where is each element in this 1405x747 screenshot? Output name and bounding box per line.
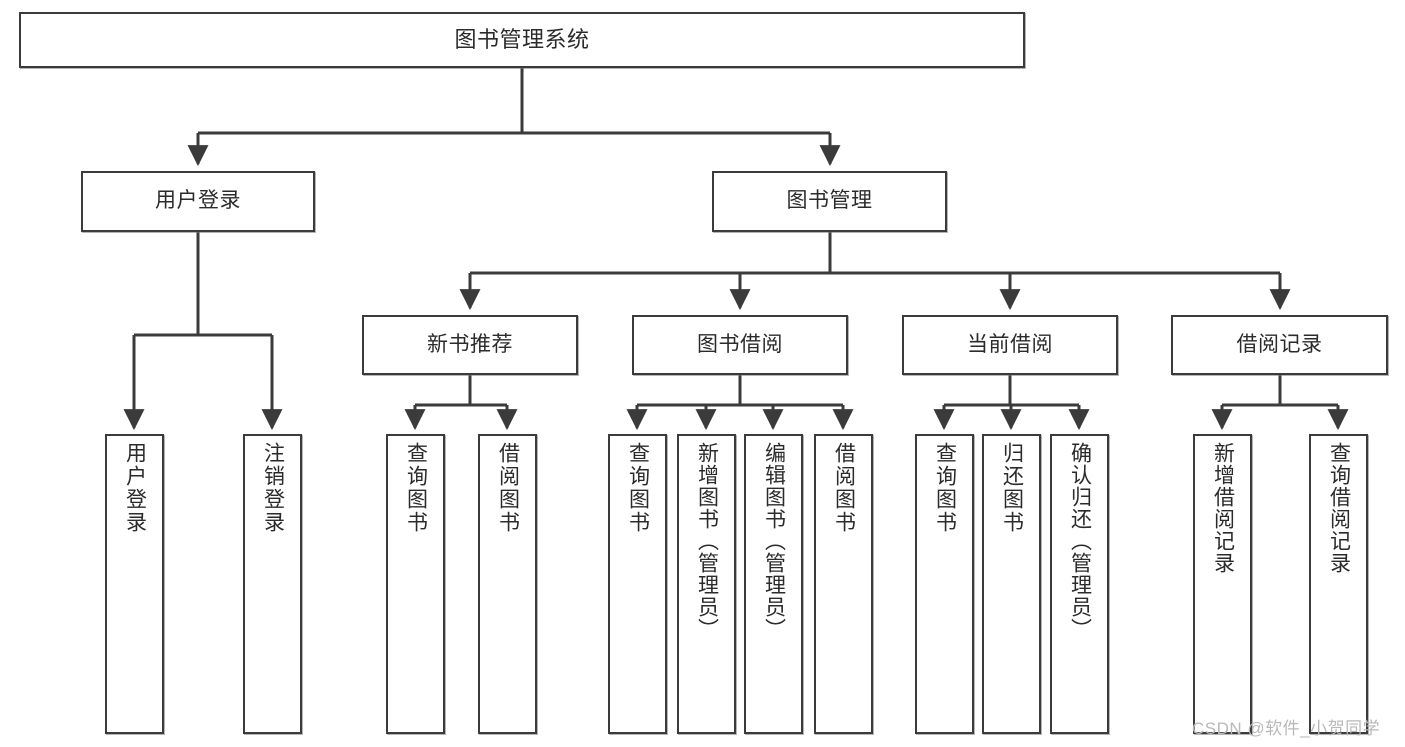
- node-label: 查询图书: [404, 442, 428, 534]
- node-leaf-user-login[interactable]: 用户登录: [105, 434, 164, 734]
- node-label: 用户登录: [123, 442, 147, 534]
- node-label: 新增借阅记录: [1211, 442, 1235, 574]
- node-book-borrow[interactable]: 图书借阅: [632, 315, 848, 375]
- node-label: 图书管理系统: [454, 27, 590, 53]
- node-book-management[interactable]: 图书管理: [712, 171, 947, 232]
- node-leaf-query-borrow-record[interactable]: 查询借阅记录: [1309, 434, 1368, 734]
- node-user-login[interactable]: 用户登录: [81, 171, 315, 232]
- node-leaf-return-book[interactable]: 归还图书: [982, 434, 1041, 734]
- node-current-borrow[interactable]: 当前借阅: [902, 315, 1118, 375]
- node-label: 借阅记录: [1236, 332, 1323, 356]
- node-leaf-query-book-current[interactable]: 查询图书: [915, 434, 974, 734]
- node-leaf-add-borrow-record[interactable]: 新增借阅记录: [1193, 434, 1252, 734]
- node-label: 确认归还（管理员）: [1068, 442, 1092, 640]
- node-borrow-record[interactable]: 借阅记录: [1171, 315, 1388, 375]
- node-label: 查询借阅记录: [1327, 442, 1351, 574]
- node-leaf-borrow-book-recommend[interactable]: 借阅图书: [478, 434, 537, 734]
- node-label: 新书推荐: [427, 332, 513, 356]
- node-leaf-borrow-book[interactable]: 借阅图书: [814, 434, 873, 734]
- node-label: 借阅图书: [496, 442, 520, 534]
- node-label: 图书管理: [786, 189, 873, 213]
- node-leaf-edit-book[interactable]: 编辑图书（管理员）: [744, 434, 803, 734]
- node-new-book-recommend[interactable]: 新书推荐: [362, 315, 578, 375]
- node-label: 注销登录: [261, 442, 285, 534]
- node-leaf-query-book-recommend[interactable]: 查询图书: [386, 434, 445, 734]
- node-label: 借阅图书: [832, 442, 856, 534]
- node-leaf-add-book[interactable]: 新增图书（管理员）: [677, 434, 736, 734]
- node-label: 编辑图书（管理员）: [762, 442, 786, 640]
- node-label: 归还图书: [1000, 442, 1024, 534]
- node-label: 新增图书（管理员）: [695, 442, 719, 640]
- node-leaf-query-book-borrow[interactable]: 查询图书: [608, 434, 667, 734]
- node-leaf-user-logout[interactable]: 注销登录: [243, 434, 302, 734]
- node-label: 当前借阅: [967, 332, 1053, 356]
- csdn-watermark: CSDN @软件_小贺同学: [1192, 719, 1381, 738]
- node-root-system[interactable]: 图书管理系统: [19, 12, 1025, 68]
- node-label: 查询图书: [626, 442, 650, 534]
- node-label: 用户登录: [155, 189, 241, 213]
- node-leaf-confirm-return[interactable]: 确认归还（管理员）: [1050, 434, 1109, 734]
- node-label: 图书借阅: [697, 332, 783, 356]
- node-label: 查询图书: [933, 442, 957, 534]
